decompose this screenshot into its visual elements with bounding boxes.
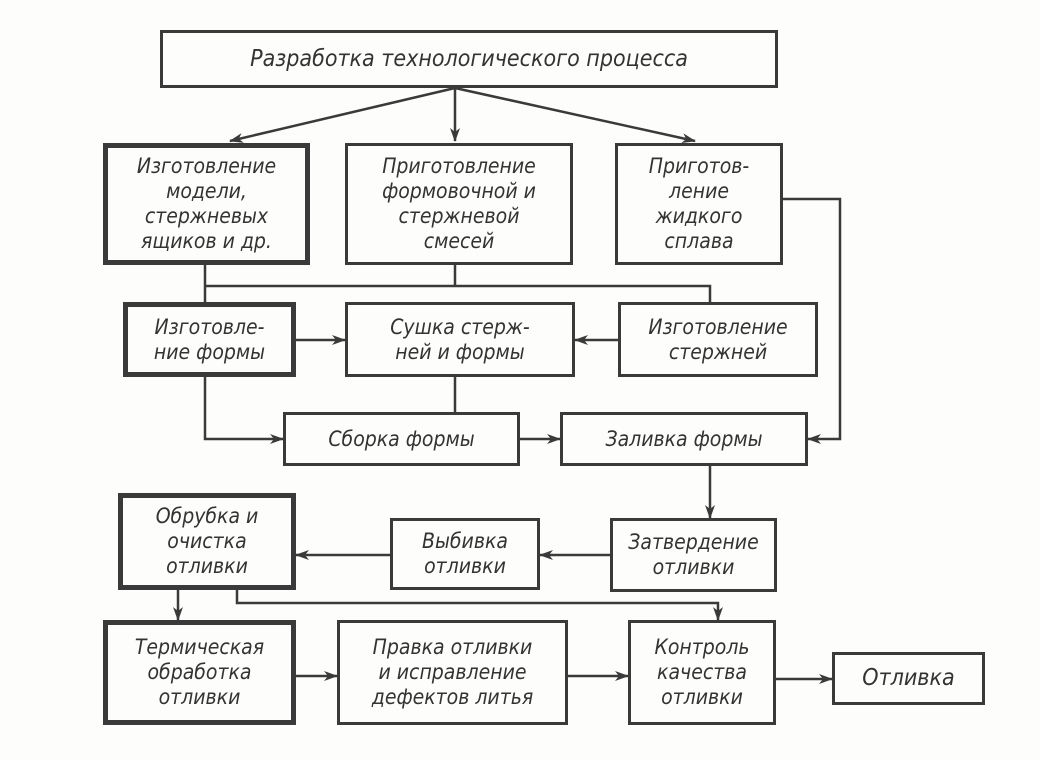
arrow-alloy-to-pouring — [783, 197, 842, 444]
box-casting: Отливка — [832, 652, 985, 705]
box-solidification: Затвердение отливки — [610, 518, 777, 592]
box-model-making: Изготовление модели, стержневых ящиков и… — [103, 143, 310, 265]
arrow-cleaning-to-control — [235, 590, 723, 621]
arrow-mold-to-assembly — [203, 377, 284, 444]
box-process-development: Разработка технологического процесса — [160, 30, 778, 88]
box-cleaning: Обрубка и очистка отливки — [118, 493, 296, 590]
box-assembly: Сборка формы — [283, 412, 520, 466]
box-drying: Сушка стерж- ней и формы — [345, 302, 575, 377]
box-mold-making: Изготовле- ние формы — [123, 302, 296, 377]
box-quality-control: Контроль качества отливки — [628, 620, 776, 725]
box-repair: Правка отливки и исправление дефектов ли… — [337, 620, 568, 725]
box-heat-treatment: Термическая обработка отливки — [103, 620, 296, 725]
box-pouring: Заливка формы — [560, 412, 808, 466]
box-alloy-preparation: Приготов- ление жидкого сплава — [615, 143, 783, 265]
arrow-top-to-model — [229, 86, 456, 143]
box-core-making: Изготовление стержней — [618, 302, 818, 377]
box-mixture-preparation: Приготовление формовочной и стержневой с… — [345, 143, 573, 265]
box-knockout: Выбивка отливки — [390, 518, 540, 590]
arrow-top-to-alloy — [454, 86, 696, 144]
